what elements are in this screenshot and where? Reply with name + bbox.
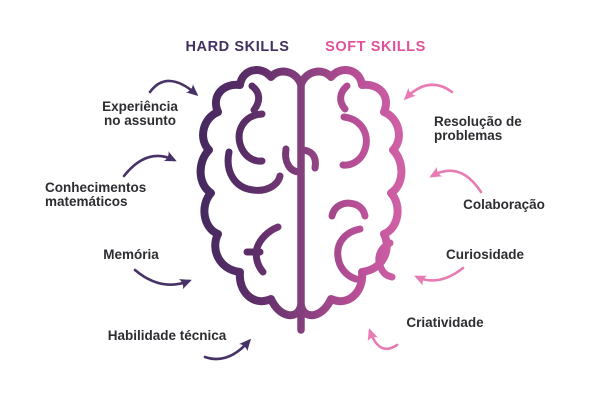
label-curiosidade: Curiosidade [445,247,524,262]
arrow-criatividade [367,328,399,350]
hard-skill-arrows [122,79,251,361]
brain-outline-right [297,66,406,320]
brain-fold [337,82,351,113]
arrow-conhecimentos [122,151,177,178]
label-conhecimentos-matematicos: Conhecimentos matemáticos [45,180,147,210]
label-experiencia-no-assunto: Experiência no assunto [102,99,178,129]
arrow-resolucao [403,83,454,101]
brain-fold [334,225,364,283]
brain-fold [375,239,396,281]
label-habilidade-tecnica: Habilidade técnica [107,328,227,343]
brain-fold [328,199,369,220]
arrow-habilidade [203,338,251,361]
brain-fold [235,110,266,165]
brain-fold [248,82,263,114]
brain-inner-folds-left [224,82,304,276]
brain-illustration [196,66,406,334]
brain-fold [297,146,319,172]
arrow-colaboracao [429,166,483,194]
arrow-experiencia [148,79,199,96]
brain-outline-left [196,66,305,320]
label-criatividade: Criatividade [406,315,484,330]
label-memoria: Memória [103,247,159,262]
brain-inner-folds-right [297,82,396,283]
label-colaboracao: Colaboração [463,197,545,212]
brain-fold [282,145,304,176]
brain-fold [252,223,282,276]
soft-skills-title: SOFT SKILLS [325,39,426,55]
brain-fold [339,113,370,169]
brain-fold [224,148,284,194]
soft-skill-arrows [367,83,483,350]
arrow-curiosidade [414,266,465,286]
arrow-memoria [133,268,192,290]
hard-skills-title: HARD SKILLS [185,39,290,55]
label-resolucao-de-problemas: Resolução de problemas [434,114,522,144]
